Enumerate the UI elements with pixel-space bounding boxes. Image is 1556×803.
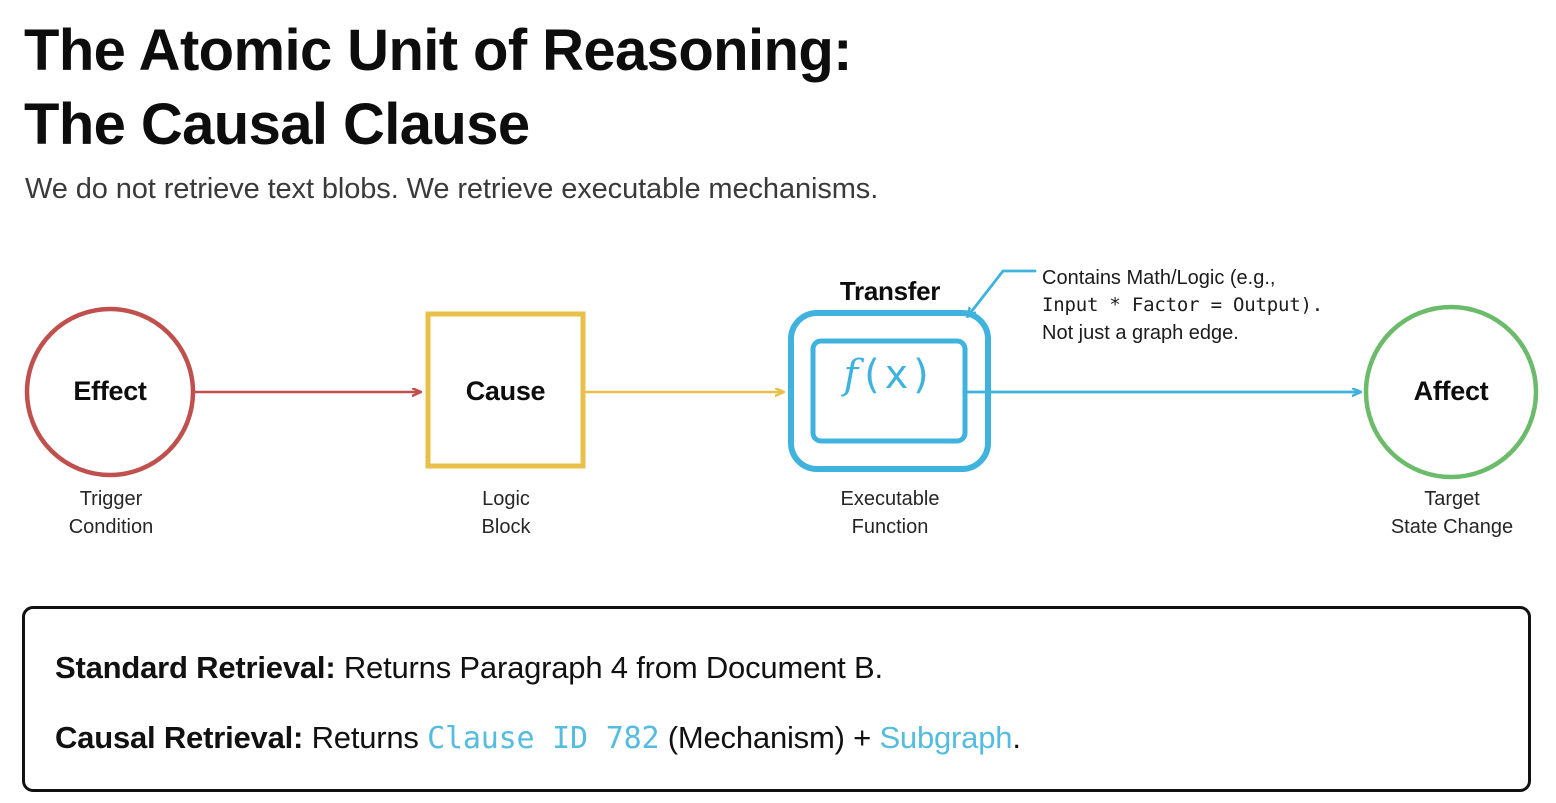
page-subtitle: We do not retrieve text blobs. We retrie… — [25, 173, 879, 205]
diagram-shapes — [24, 269, 1539, 480]
causal-retrieval-mechanism: (Mechanism) + — [659, 720, 880, 755]
node-cause-box — [425, 311, 586, 469]
node-effect-caption: Trigger Condition — [68, 488, 154, 538]
node-affect-caption: Target State Change — [1390, 488, 1514, 538]
node-affect-label: Affect — [1413, 376, 1489, 406]
clause-id-code: Clause ID 782 — [427, 721, 660, 756]
node-effect-label: Effect — [73, 376, 147, 406]
causal-retrieval-line: Causal Retrieval: Returns Clause ID 782 … — [55, 720, 1021, 756]
node-affect-circle — [1363, 304, 1539, 480]
function-glyph: f(x) — [815, 352, 963, 398]
callout-line-2: Input * Factor = Output). — [1042, 294, 1323, 317]
node-transfer-caption: Executable Function — [840, 488, 940, 538]
callout-line-3: Not just a graph edge. — [1042, 322, 1239, 345]
node-cause-label: Cause — [465, 376, 546, 406]
retrieval-comparison-panel: Standard Retrieval: Returns Paragraph 4 … — [22, 606, 1531, 792]
node-transfer-inner — [810, 338, 968, 444]
callout-line-1: Contains Math/Logic (e.g., — [1042, 267, 1276, 289]
standard-retrieval-line: Standard Retrieval: Returns Paragraph 4 … — [55, 650, 883, 686]
node-transfer-label: Transfer — [839, 276, 941, 306]
transfer-callout-annotation: Contains Math/Logic (e.g., Input * Facto… — [1042, 264, 1372, 348]
causal-retrieval-tail: . — [1012, 720, 1021, 755]
standard-retrieval-label: Standard Retrieval: — [55, 650, 336, 685]
causal-clause-diagram: Effect Cause Transfer Affect f(x) Trigge… — [0, 240, 1556, 570]
standard-retrieval-value: Returns Paragraph 4 from Document B. — [335, 650, 883, 685]
causal-retrieval-prefix: Returns — [303, 720, 428, 755]
node-cause-caption: Logic Block — [481, 488, 531, 538]
page-title: The Atomic Unit of Reasoning: The Causal… — [24, 18, 852, 157]
causal-retrieval-label: Causal Retrieval: — [55, 720, 304, 755]
callout-leader-line — [968, 269, 1037, 316]
node-effect-circle — [24, 306, 196, 478]
function-glyph-args: (x) — [859, 352, 935, 398]
function-glyph-f: f — [843, 352, 860, 398]
subgraph-accent: Subgraph — [879, 720, 1013, 755]
